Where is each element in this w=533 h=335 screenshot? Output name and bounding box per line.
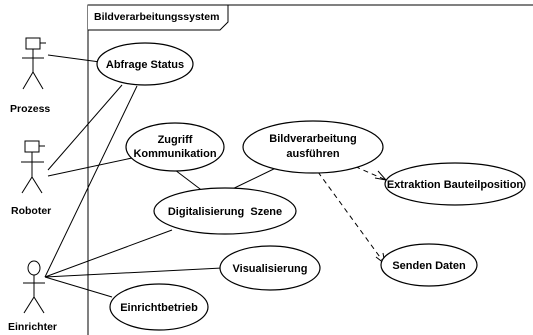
actor-prozess: Prozess [10, 37, 50, 115]
dependencies [317, 162, 388, 266]
system-boundary: Bildverarbeitungssystem [87, 4, 533, 335]
actor-einrichter: Einrichter [8, 260, 57, 333]
actor-roboter-label: Roboter [11, 205, 51, 217]
assoc-einrichter-visualisierung [44, 267, 223, 278]
use-case-senden-daten: Senden Daten [380, 243, 478, 287]
use-case-abfrage-status: Abfrage Status [96, 42, 194, 86]
use-case-zugriff-label-line2: Kommunikation [133, 148, 216, 160]
actor-einrichter-head [27, 260, 41, 276]
assoc-einrichter-digitalisierung [44, 229, 173, 278]
use-case-digitalisierung-szene: Digitalisierung Szene [153, 187, 297, 235]
use-case-visualisierung-label: Visualisierung [233, 263, 308, 275]
use-case-zugriff-label-line1: Zugriff [158, 134, 193, 146]
system-title: Bildverarbeitungssystem [94, 11, 219, 23]
arrowhead-extraktion [374, 170, 388, 181]
use-case-extraktion-bauteilposition: Extraktion Bauteilposition [384, 162, 526, 206]
use-case-bildverarbeitung-ausfuehren: Bildverarbeitung ausführen [242, 120, 384, 174]
associations [44, 54, 283, 298]
use-case-digitalisierung-label: Digitalisierung Szene [168, 206, 282, 218]
assoc-prozess-abfrage [47, 54, 101, 63]
use-case-einrichtbetrieb-label: Einrichtbetrieb [120, 302, 198, 314]
actor-prozess-head [25, 37, 41, 50]
actor-roboter: Roboter [11, 140, 51, 217]
use-case-einrichtbetrieb: Einrichtbetrieb [109, 283, 209, 331]
use-case-abfrage-status-label: Abfrage Status [106, 59, 184, 71]
actor-prozess-label: Prozess [10, 103, 50, 115]
use-case-extraktion-label: Extraktion Bauteilposition [387, 179, 524, 191]
use-case-bildverarbeitung-label-line1: Bildverarbeitung [269, 133, 356, 145]
dep-bildverarbeitung-senden [317, 171, 386, 265]
use-case-bildverarbeitung-label-line2: ausführen [286, 148, 339, 160]
assoc-einrichter-abfrage [44, 85, 138, 278]
actor-einrichter-label: Einrichter [8, 321, 57, 333]
use-case-zugriff-kommunikation: Zugriff Kommunikation [125, 122, 225, 172]
assoc-roboter-abfrage [47, 84, 123, 171]
assoc-einrichter-einrichtbetrieb [44, 276, 113, 298]
assoc-roboter-zugriff [47, 157, 133, 177]
use-case-senden-daten-label: Senden Daten [392, 260, 466, 272]
actor-roboter-head [24, 140, 40, 153]
dep-bildverarbeitung-extraktion [346, 162, 387, 181]
use-case-visualisierung: Visualisierung [219, 245, 321, 291]
